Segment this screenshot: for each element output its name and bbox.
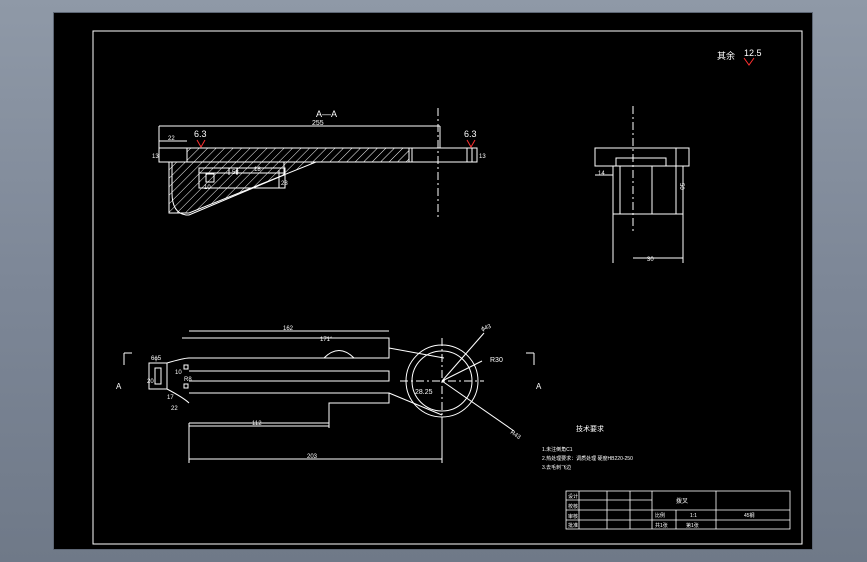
tb-sheet-no: 第1张 [686,522,699,529]
dim-lower-length: 112 [252,421,262,427]
dim-left-sq: 17 [167,395,174,401]
section-roughness-2: 6.3 [464,129,477,139]
section-mark-left: A [116,382,122,391]
section-mark-right: A [536,382,542,391]
roughness-general-value: 12.5 [744,48,762,58]
dim-left-height: 13 [152,154,159,160]
dim-slot-width: 58 [232,170,239,176]
roughness-general-label: 其余 [717,50,735,61]
side-view: 50 14 30 [594,106,690,263]
dim-angle: 171° [320,337,333,343]
dim-left-h: 20 [147,379,154,385]
dim-left-small: 10 [175,370,182,376]
tb-scale-value: 1:1 [690,513,697,519]
section-view: A—A 255 22 13 13 10 58 28 18 6.3 [152,108,486,218]
notes-line-2: 2.热处理要求：调质处理 硬度HB220-250 [542,455,633,462]
tb-row-2: 校核 [568,503,578,510]
dim-side-width: 30 [647,257,654,263]
roughness-symbol [743,57,755,66]
tb-material: 45钢 [744,512,755,519]
drawing-sheet: 其余 12.5 A—A 255 22 13 13 10 58 [54,13,812,549]
dim-radius-big: R43 [509,430,522,442]
notes-heading: 技术要求 [576,424,604,433]
dim-section-length: 255 [312,120,324,127]
dim-slot-inner: 18 [254,167,261,173]
tb-row-3: 审核 [568,513,578,520]
dim-left-step: 22 [168,136,175,142]
tb-sheet-total: 共1张 [655,522,668,529]
tb-row-1: 设计 [568,493,578,500]
general-roughness: 其余 12.5 [717,48,762,66]
dim-hole-dia: ϕ43 [481,324,493,333]
section-hatch-body [168,147,410,214]
section-title: A—A [316,109,337,119]
side-view-top [594,147,690,167]
dim-left-width: 22 [171,406,178,412]
tb-approve: 批准 [568,522,578,529]
dim-side-height: 50 [678,183,684,190]
technical-notes: 技术要求 1.未注倒角C1 2.热处理要求：调质处理 硬度HB220-250 3… [542,424,633,471]
cad-drawing: 其余 12.5 A—A 255 22 13 13 10 58 [92,30,803,545]
dim-slot-small: 10 [204,185,211,191]
plan-left-end [148,362,168,390]
title-block: 设计 校核 审核 批准 拨叉 比例 1:1 45钢 共1张 第1张 [565,490,791,530]
dim-radius-small: R30 [490,357,503,364]
notes-line-1: 1.未注倒角C1 [542,446,573,453]
dim-chord: 28.25 [415,389,433,396]
side-view-body [612,165,684,215]
drawing-frame [92,30,803,545]
section-roughness-1: 6.3 [194,129,207,139]
dim-side-inset: 14 [598,171,605,177]
plan-view: 162 171° ϕ43 R30 28.25 R43 112 203 6ϕ5 2… [116,324,542,463]
tb-part-name: 拨叉 [676,497,688,505]
dim-left-hole: 6ϕ5 [151,356,162,362]
dim-left-r: R8 [184,377,192,383]
dim-slot-depth: 28 [281,181,288,187]
dim-overall-length: 203 [307,454,318,460]
tb-scale-label: 比例 [655,512,665,519]
notes-line-3: 3.去毛刺飞边 [542,464,571,471]
dim-upper-length: 162 [283,326,294,332]
dim-right-height: 13 [479,154,486,160]
